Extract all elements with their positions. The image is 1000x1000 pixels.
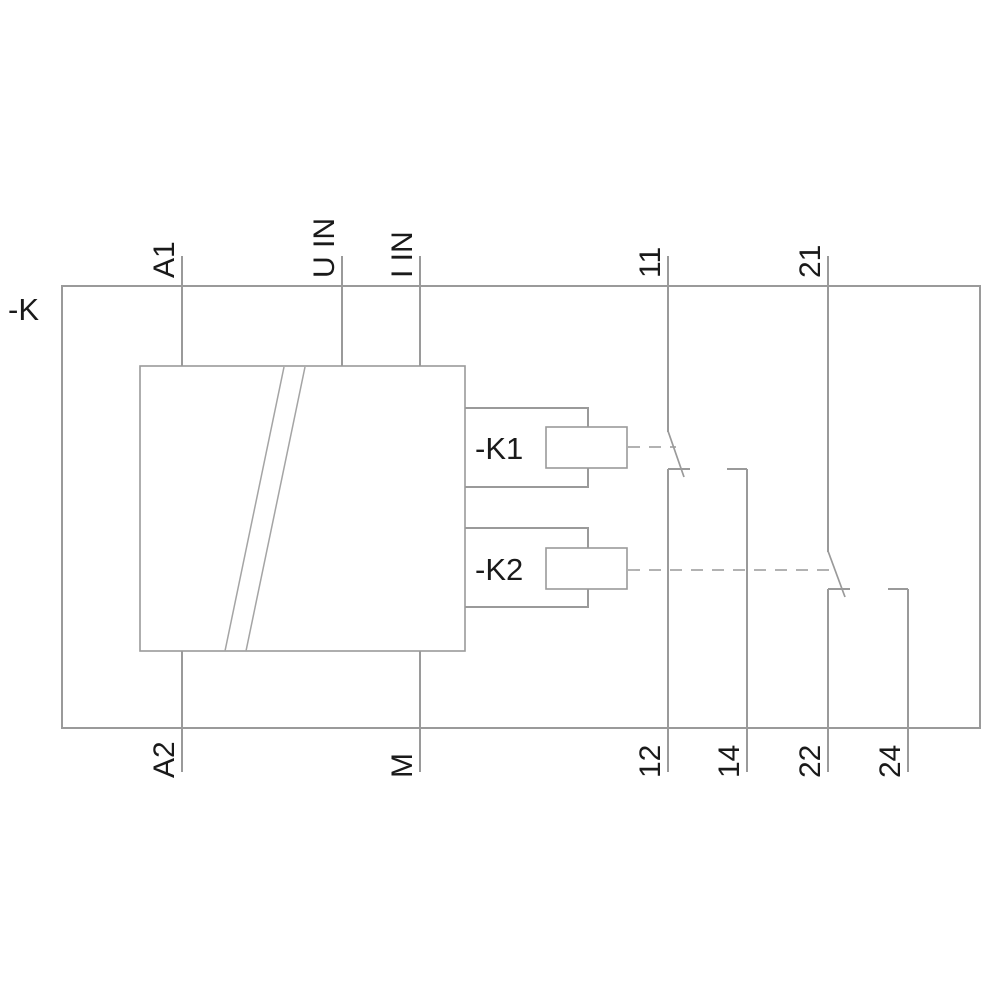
terminal-label-12: 12 — [634, 745, 667, 778]
isolation-hatch-line-2 — [245, 366, 306, 652]
contact-blade-k1 — [667, 430, 685, 478]
terminal-label-21: 21 — [794, 245, 827, 278]
enclosure-label-K: -K — [8, 292, 39, 327]
relay-label-K1: -K1 — [475, 431, 523, 466]
relay-coil-k1 — [545, 426, 628, 469]
terminal-label-14: 14 — [713, 745, 746, 778]
terminal-label-22: 22 — [794, 745, 827, 778]
signal-conditioner-block — [139, 365, 466, 652]
terminal-label-M: M — [386, 753, 419, 778]
contact-blade-k2 — [827, 550, 846, 598]
isolation-hatch-line-1 — [224, 366, 285, 652]
terminal-label-11: 11 — [634, 247, 667, 278]
terminal-label-A2: A2 — [148, 741, 181, 778]
terminal-label-U-IN: U IN — [308, 218, 341, 278]
terminal-label-A1: A1 — [148, 241, 181, 278]
relay-coil-k2 — [545, 547, 628, 590]
terminal-label-I-IN: I IN — [386, 231, 419, 278]
terminal-label-24: 24 — [874, 745, 907, 778]
relay-label-K2: -K2 — [475, 552, 523, 587]
device-enclosure-boundary — [61, 285, 981, 729]
